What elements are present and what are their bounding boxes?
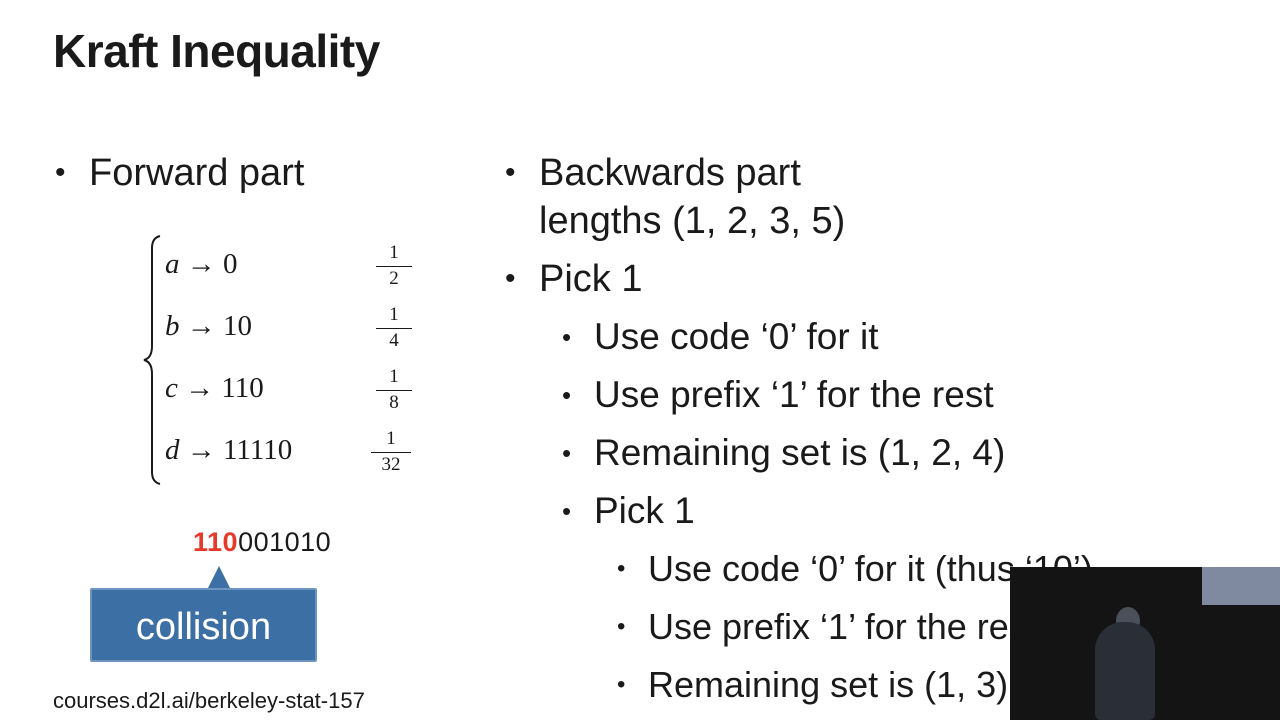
bullet-dot-icon: •: [617, 613, 626, 640]
webcam-background-panel: [1202, 567, 1280, 605]
code-row-c: c → 110: [165, 372, 264, 404]
bullet-dot-icon: •: [505, 156, 516, 189]
bullet-dot-icon: •: [505, 262, 516, 295]
bullet-backwards-part: • Backwards part: [505, 150, 801, 196]
bullet-dot-icon: •: [562, 322, 572, 352]
bitstring-rest: 001010: [238, 527, 332, 557]
bitstring-highlight: 110: [193, 527, 239, 557]
bullet-dot-icon: •: [55, 156, 66, 189]
bullet-forward-part: • Forward part: [55, 150, 305, 196]
code-row-d: d → 11110: [165, 434, 293, 466]
slide-title: Kraft Inequality: [53, 25, 380, 77]
bullet-dot-icon: •: [562, 438, 572, 468]
bitstring: 110001010: [193, 527, 331, 558]
sub-bullet-prefix-1: • Use prefix ‘1’ for the rest: [562, 372, 994, 418]
lengths-text: lengths (1, 2, 3, 5): [539, 200, 846, 242]
forward-part-label: Forward part: [89, 152, 305, 194]
bullet-dot-icon: •: [562, 496, 572, 526]
left-brace: [143, 235, 161, 485]
code-row-b: b → 10: [165, 310, 252, 342]
bullet-dot-icon: •: [617, 555, 626, 582]
backwards-part-label: Backwards part: [539, 152, 801, 194]
sub-bullet-code-0: • Use code ‘0’ for it: [562, 314, 878, 360]
sub-sub-bullet-prefix-1: • Use prefix ‘1’ for the rest: [617, 604, 1037, 650]
presenter-figure: [1095, 622, 1155, 720]
footer-url: courses.d2l.ai/berkeley-stat-157: [53, 688, 365, 713]
bullet-dot-icon: •: [617, 671, 626, 698]
code-row-a: a → 0: [165, 248, 238, 280]
sub-bullet-remaining-set: • Remaining set is (1, 2, 4): [562, 430, 1005, 476]
pick-1-label: Pick 1: [539, 258, 643, 300]
collision-callout: collision: [90, 588, 317, 662]
sub-sub-bullet-remaining-set: • Remaining set is (1, 3): [617, 662, 1008, 708]
bullet-pick-1: • Pick 1: [505, 256, 643, 302]
bullet-dot-icon: •: [562, 380, 572, 410]
sub-bullet-pick-1: • Pick 1: [562, 488, 695, 534]
webcam-overlay: [1010, 567, 1280, 720]
callout-pointer: [208, 566, 230, 588]
